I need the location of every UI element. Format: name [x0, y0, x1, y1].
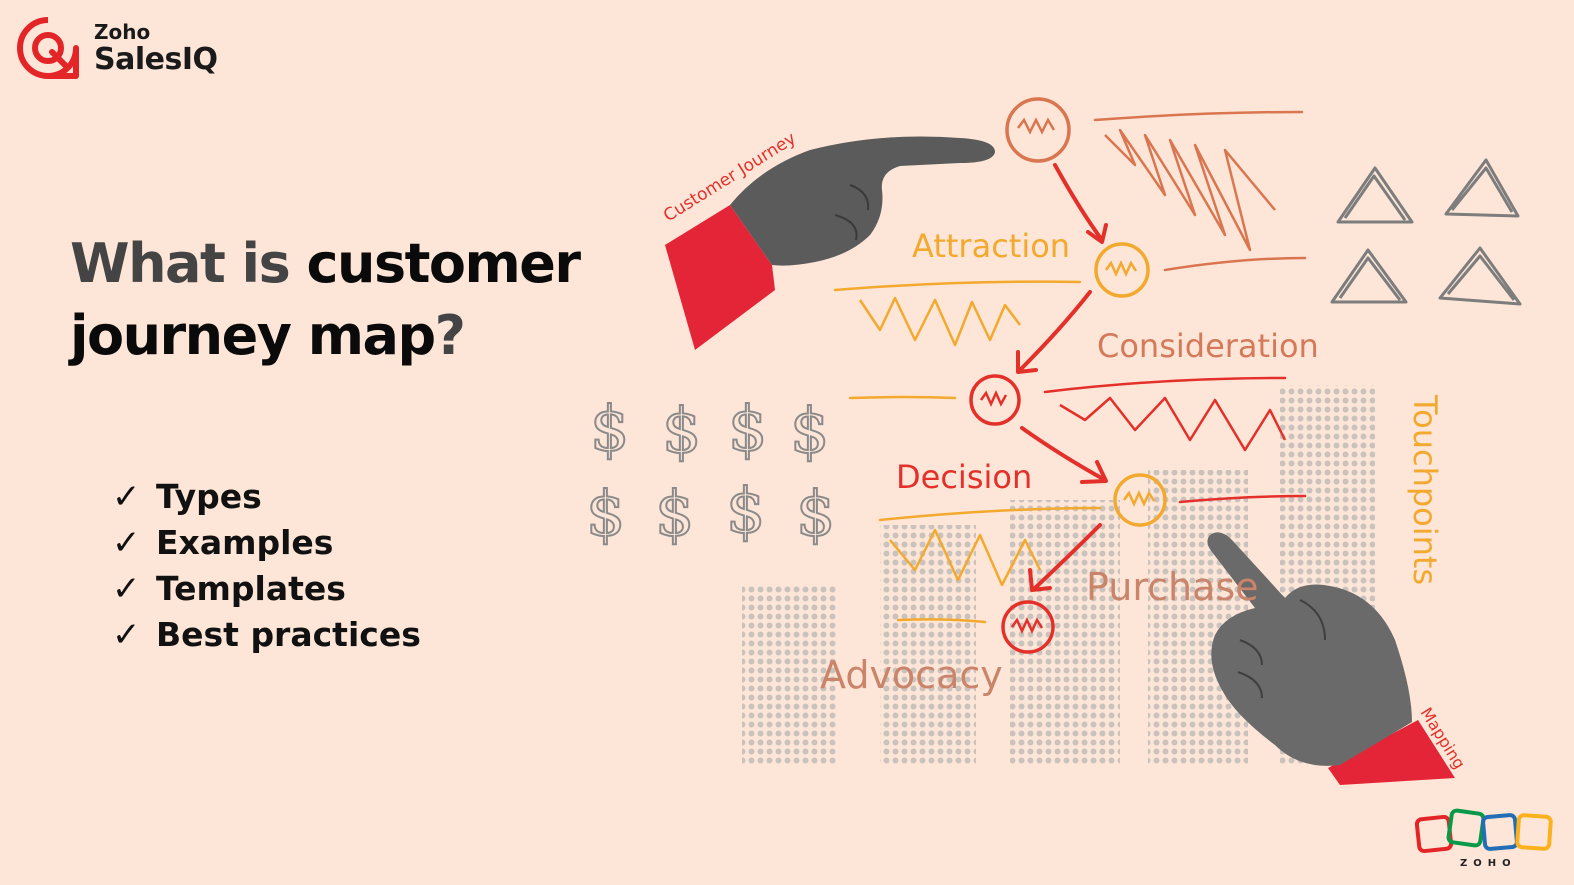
list-item: ✓ Templates [112, 566, 421, 612]
dollar-icon: $ [726, 474, 765, 547]
arrow [1018, 290, 1092, 372]
connector-lines [833, 110, 1307, 624]
salesiq-logo: Zoho SalesIQ [14, 14, 254, 84]
dollar-doodles: $ $ $ $ $ $ $ $ [585, 391, 836, 551]
stage-label-consideration: Consideration [1097, 327, 1319, 365]
title-light: What is [70, 232, 307, 295]
dollar-icon: $ [790, 394, 829, 467]
dollar-icon: $ [586, 477, 625, 550]
halftone-bar [1010, 500, 1120, 765]
check-icon: ✓ [112, 569, 141, 609]
journey-map-illustration: $ $ $ $ $ $ $ $ Customer Journey Mapping… [585, 97, 1522, 785]
arrowhead [1080, 460, 1108, 484]
list-item: ✓ Types [112, 474, 421, 520]
arrow [1053, 163, 1104, 242]
dollar-icon: $ [728, 392, 767, 465]
list-item-label: Best practices [156, 615, 421, 654]
zoho-logo-square-yellow [1515, 813, 1553, 851]
zoho-logo-square-blue [1481, 813, 1519, 851]
list-item: ✓ Examples [112, 520, 421, 566]
list-item-label: Templates [156, 569, 346, 608]
triangle-icon [1444, 158, 1520, 218]
sleeve [665, 205, 775, 350]
brand-product: SalesIQ [94, 42, 218, 77]
dollar-icon: $ [796, 477, 835, 550]
label-touchpoints: Touchpoints [1406, 394, 1444, 585]
title-bold-2: journey map [70, 304, 436, 367]
stage-nodes [969, 97, 1167, 654]
triangle-icon [1330, 248, 1408, 304]
triangle-doodles [1330, 158, 1522, 306]
stage-node [1094, 242, 1150, 298]
check-icon: ✓ [112, 477, 141, 517]
hand-icon [1207, 532, 1412, 766]
arrow [1033, 523, 1102, 590]
list-item: ✓ Best practices [112, 612, 421, 658]
title-question: ? [434, 304, 466, 367]
pointing-hand-bottom [1207, 532, 1455, 785]
list-item-label: Examples [156, 523, 334, 562]
dollar-icon: $ [662, 394, 701, 467]
hand-icon [730, 136, 995, 266]
zoho-logo-square-green [1446, 808, 1486, 848]
triangle-icon [1336, 166, 1414, 224]
title-bold-1: customer [306, 232, 582, 295]
stage-label-decision: Decision [896, 458, 1032, 496]
stage-node [969, 374, 1021, 426]
pointing-hand-top [665, 136, 995, 350]
page-title: What is customer journey map? [70, 228, 630, 372]
stage-node [1005, 97, 1071, 163]
stage-node [1113, 473, 1167, 527]
flow-arrows [1016, 163, 1108, 592]
check-icon: ✓ [112, 615, 141, 655]
list-item-label: Types [156, 477, 262, 516]
stage-node [1001, 600, 1055, 654]
halftone-bar [880, 525, 976, 765]
brand-company: Zoho [94, 20, 151, 44]
zoho-logo-text: ZOHO [1460, 858, 1517, 869]
triangle-icon [1438, 246, 1522, 306]
arrow [1020, 426, 1107, 482]
salesiq-chat-target-icon [17, 17, 79, 79]
zoho-logo-square-red [1414, 814, 1454, 854]
stage-label-attraction: Attraction [912, 227, 1070, 265]
stage-label-advocacy: Advocacy [820, 653, 1003, 697]
stage-label-purchase: Purchase [1086, 565, 1259, 609]
sleeve [1328, 720, 1455, 785]
dollar-icon: $ [590, 392, 629, 465]
topic-checklist: ✓ Types ✓ Examples ✓ Templates ✓ Best practi… [112, 474, 421, 658]
dollar-icon: $ [655, 477, 694, 550]
arrowhead [1028, 568, 1052, 592]
check-icon: ✓ [112, 523, 141, 563]
arrowhead [1016, 350, 1038, 374]
scribbles [858, 128, 1287, 587]
zoho-logo: ZOHO [1414, 808, 1553, 869]
halftone-bar [742, 585, 838, 765]
arrowhead [1086, 223, 1108, 244]
